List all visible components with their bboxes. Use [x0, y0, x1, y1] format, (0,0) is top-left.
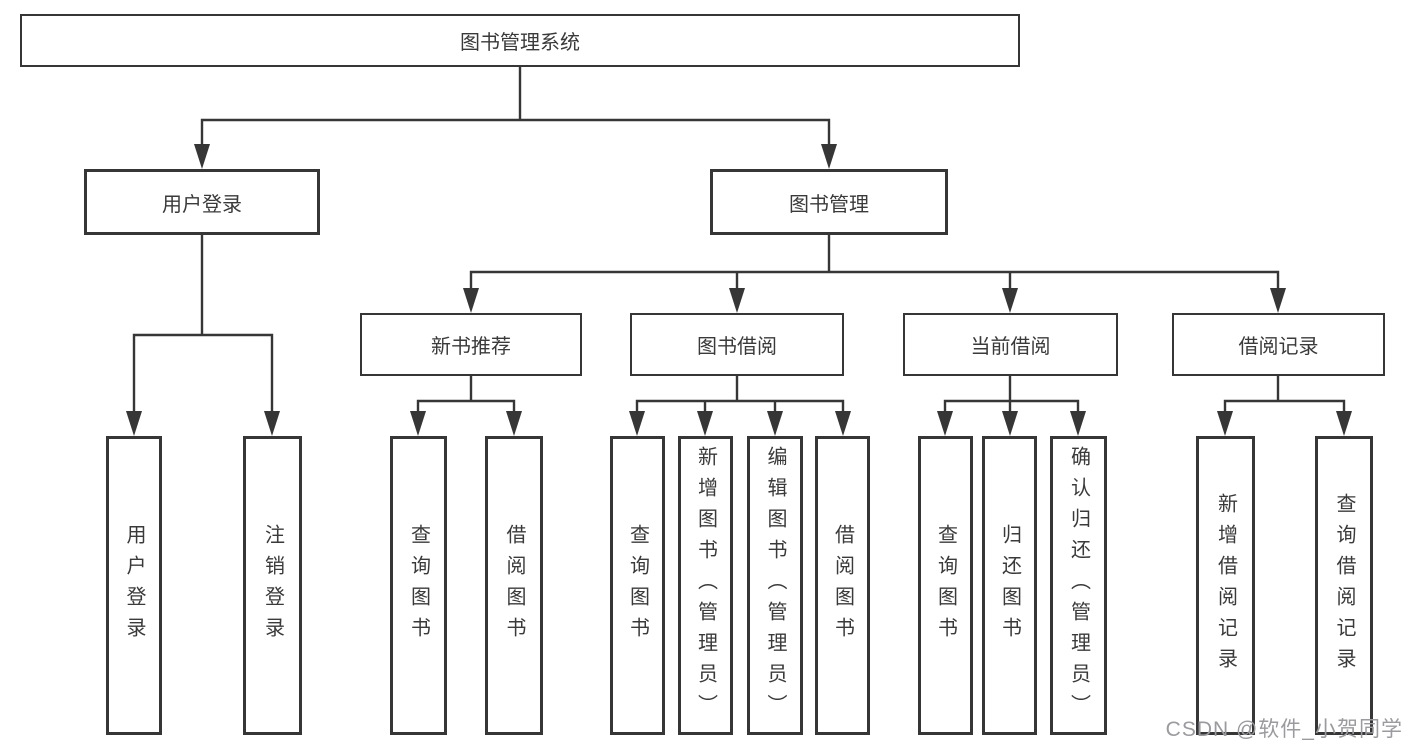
- arrow-down-icon: [821, 144, 837, 169]
- connector-line: [943, 399, 1080, 412]
- connector-line: [1223, 399, 1346, 412]
- node-user-login-group: 用户登录: [84, 169, 320, 235]
- node-borrow-books-1: 借阅图书: [485, 436, 543, 735]
- node-add-borrow-record: 新增借阅记录: [1196, 436, 1255, 735]
- arrow-down-icon: [410, 411, 426, 436]
- arrow-down-icon: [729, 288, 745, 313]
- watermark: CSDN @软件_小贺同学: [1165, 718, 1403, 741]
- arrow-down-icon: [463, 288, 479, 313]
- arrow-down-icon: [1217, 411, 1233, 436]
- node-user-login: 用户登录: [106, 436, 162, 735]
- node-borrow-records: 借阅记录: [1172, 313, 1385, 376]
- connector-line: [132, 333, 274, 412]
- node-query-books-2: 查询图书: [610, 436, 665, 735]
- node-confirm-return-admin: 确认归还（管理员）: [1050, 436, 1107, 735]
- arrow-down-icon: [1270, 288, 1286, 313]
- arrow-down-icon: [264, 411, 280, 436]
- arrow-down-icon: [937, 411, 953, 436]
- node-query-books-3: 查询图书: [918, 436, 973, 735]
- arrow-down-icon: [126, 411, 142, 436]
- arrow-down-icon: [767, 411, 783, 436]
- node-logout: 注销登录: [243, 436, 302, 735]
- node-borrow-books-2: 借阅图书: [815, 436, 870, 735]
- arrow-down-icon: [629, 411, 645, 436]
- arrow-down-icon: [835, 411, 851, 436]
- node-query-books-1: 查询图书: [390, 436, 447, 735]
- node-library-management-system: 图书管理系统: [20, 14, 1020, 67]
- connector-line: [416, 399, 516, 412]
- node-book-management: 图书管理: [710, 169, 948, 235]
- node-book-borrow: 图书借阅: [630, 313, 844, 376]
- connector-line: [200, 118, 831, 147]
- connector-line: [635, 399, 845, 412]
- arrow-down-icon: [194, 144, 210, 169]
- arrow-down-icon: [697, 411, 713, 436]
- arrow-down-icon: [1002, 288, 1018, 313]
- arrow-down-icon: [1070, 411, 1086, 436]
- node-query-borrow-record: 查询借阅记录: [1315, 436, 1373, 735]
- arrow-down-icon: [506, 411, 522, 436]
- arrow-down-icon: [1002, 411, 1018, 436]
- node-current-borrow: 当前借阅: [903, 313, 1118, 376]
- node-new-book-recommend: 新书推荐: [360, 313, 582, 376]
- connector-line: [469, 270, 1280, 293]
- node-add-book-admin: 新增图书（管理员）: [678, 436, 733, 735]
- node-return-book: 归还图书: [982, 436, 1037, 735]
- node-edit-book-admin: 编辑图书（管理员）: [747, 436, 803, 735]
- arrow-down-icon: [1336, 411, 1352, 436]
